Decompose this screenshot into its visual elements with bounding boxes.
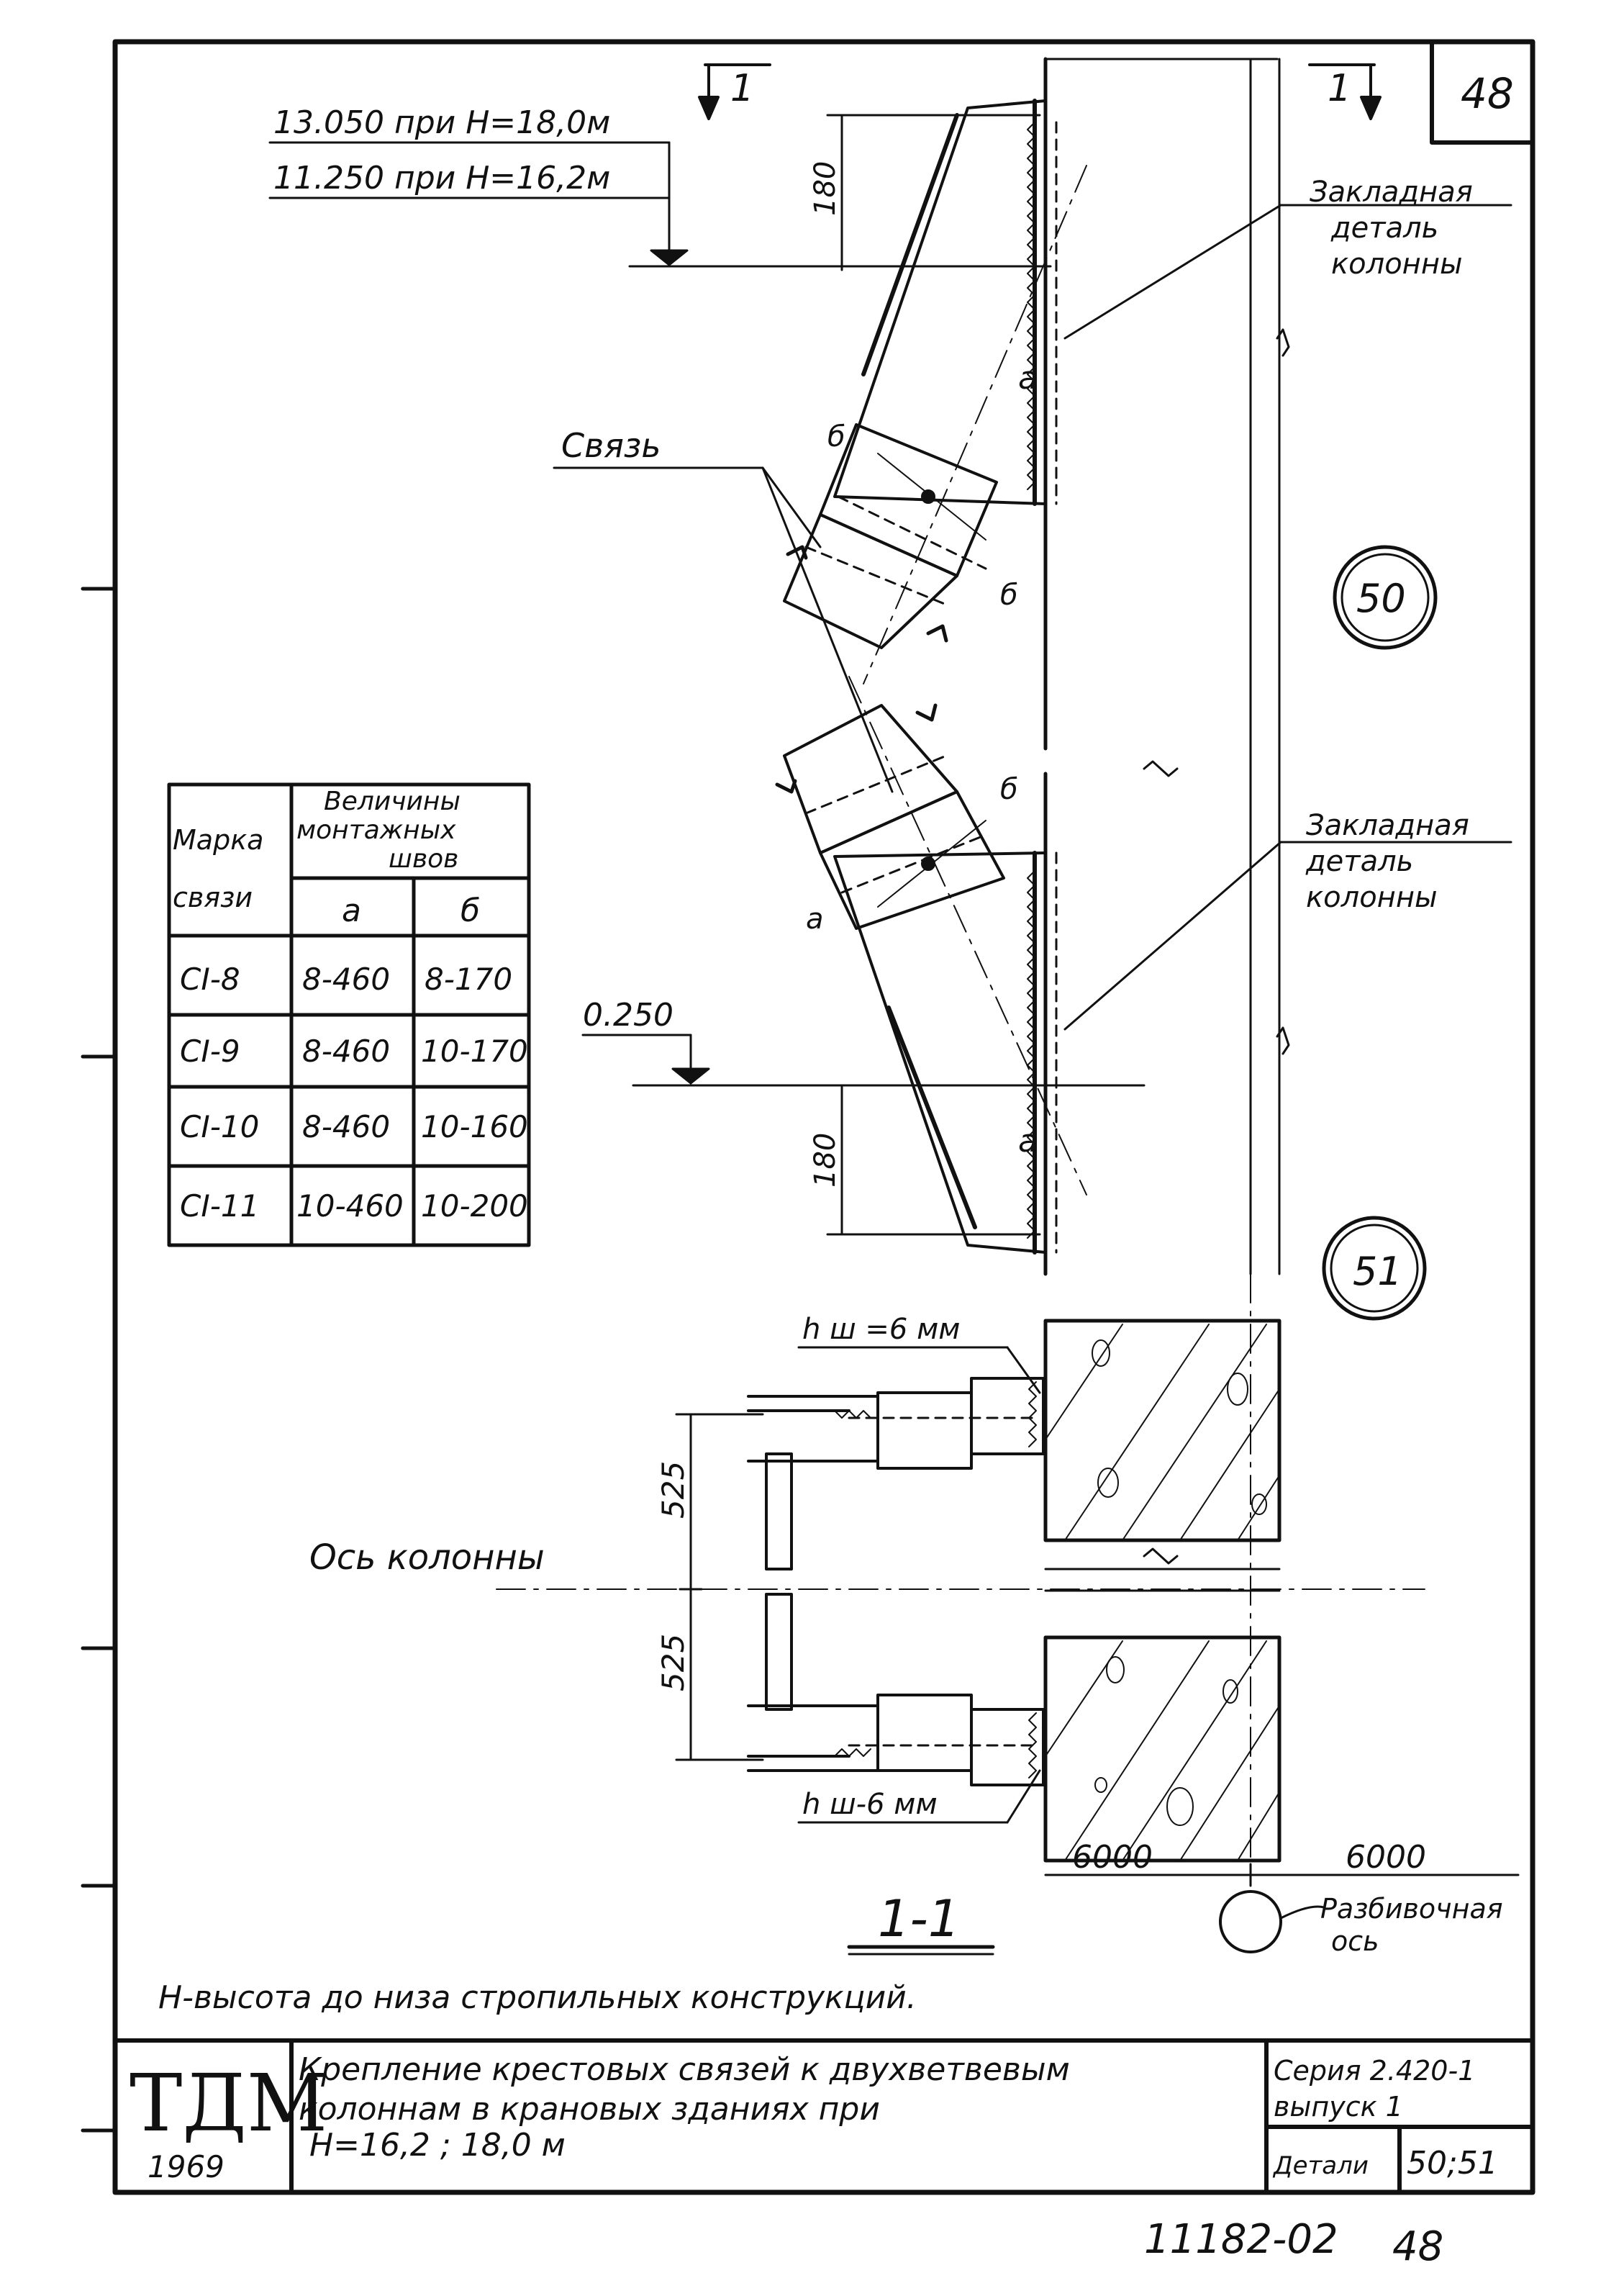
page-number: 48 [1461, 69, 1514, 118]
section-mark-right: 1 [1328, 67, 1351, 110]
alignment-axis-label-2: ось [1331, 1925, 1379, 1957]
table-cell-mark: СI-9 [180, 1034, 240, 1069]
title-block-title-1: Крепление крестовых связей к двухветвевы… [299, 2051, 1070, 2088]
weld-table-grid [167, 782, 531, 1247]
table-cell-a: 10-460 [296, 1188, 404, 1224]
table-group-header-2: монтажных [296, 815, 456, 845]
break-marks [1143, 328, 1290, 1565]
span-left: 6000 [1072, 1839, 1153, 1876]
elevation-line-1: 13.050 при Н=18,0м [273, 104, 610, 141]
title-block-logo: ТДМ [130, 2057, 327, 2149]
table-row: СI-11 10-460 10-200 [180, 1188, 528, 1224]
embedded-label-top-1: Закладная [1310, 176, 1473, 209]
section-mark-left: 1 [730, 67, 754, 110]
table-col-a-header: а [342, 892, 361, 929]
table-cell-mark: СI-11 [180, 1188, 259, 1224]
detail-circle-51 [1322, 1216, 1427, 1321]
weld-a-top: а [1018, 360, 1038, 397]
dim-180-bottom: 180 [809, 1133, 842, 1188]
weld-b-top-2: б [1000, 579, 1018, 612]
bottom-page: 48 [1392, 2223, 1443, 2270]
table-col1-header-2: связи [173, 882, 253, 913]
brace-top [783, 99, 1087, 684]
title-block-grid [113, 2038, 1535, 2195]
weld-b-top-1: б [827, 420, 845, 453]
title-block-details-value: 50;51 [1407, 2145, 1498, 2182]
brace-bottom [775, 676, 1087, 1255]
elevation-lower: 0.250 [583, 997, 673, 1034]
title-block-series-2: выпуск 1 [1274, 2091, 1403, 2123]
embedded-label-bottom-1: Закладная [1306, 809, 1469, 842]
table-group-header-3: швов [389, 844, 458, 874]
span-right: 6000 [1346, 1839, 1426, 1876]
detail-51-number: 51 [1353, 1249, 1402, 1294]
title-block-year: 1969 [148, 2149, 224, 2184]
table-cell-a: 8-460 [302, 1034, 390, 1069]
detail-circle-50 [1333, 545, 1438, 650]
table-cell-a: 8-460 [302, 962, 390, 997]
column-outline [1043, 57, 1281, 1276]
alignment-axis-label-1: Разбивочная [1320, 1893, 1503, 1925]
table-cell-mark: СI-10 [180, 1109, 259, 1144]
title-block-title-3: Н=16,2 ; 18,0 м [309, 2127, 566, 2164]
hw-top-label: h ш =6 мм [802, 1313, 960, 1346]
embedded-label-bottom-2: деталь [1305, 845, 1413, 878]
dim-525-bottom: 525 [656, 1634, 691, 1691]
bottom-code: 11182-02 [1144, 2216, 1338, 2263]
title-block-title-2: колоннам в крановых зданиях при [299, 2091, 880, 2128]
detail-50-number: 50 [1356, 576, 1406, 621]
table-col1-header-1: Марка [173, 824, 263, 856]
embedded-label-top-3: колонны [1331, 248, 1463, 281]
detail-circle-50-inner [1341, 553, 1430, 642]
table-cell-b: 10-170 [421, 1034, 528, 1069]
dim-525-top: 525 [656, 1461, 691, 1519]
table-cell-mark: СI-8 [180, 962, 240, 997]
elevation-line-2: 11.250 при Н=16,2м [273, 160, 610, 196]
table-cell-b: 10-200 [421, 1188, 528, 1224]
brace-label: Связь [561, 426, 661, 465]
table-col-b-header: б [461, 892, 480, 929]
detail-circle-51-inner [1330, 1224, 1419, 1313]
weld-b-bottom-1: б [1000, 773, 1018, 806]
table-cell-b: 8-170 [425, 962, 512, 997]
table-cell-b: 10-160 [421, 1109, 528, 1144]
hw-bottom-label: h ш-6 мм [802, 1788, 938, 1821]
embedded-label-bottom-3: колонны [1306, 881, 1438, 914]
sheet-frame [112, 39, 1535, 2195]
note-text: Н-высота до низа стропильных конструкций… [158, 1979, 917, 2016]
leader-lines [553, 204, 1512, 1031]
page-number-box [1430, 40, 1535, 145]
weld-a-bottom: а [1018, 1123, 1038, 1160]
margin-ticks [81, 587, 117, 2133]
table-group-header-1: Величины [324, 787, 461, 816]
weld-a-bottom-2: а [806, 903, 824, 936]
table-row: СI-8 8-460 8-170 [180, 962, 512, 997]
dim-180-top: 180 [809, 161, 842, 216]
table-row: СI-9 8-460 10-170 [180, 1034, 528, 1069]
title-block-series-1: Серия 2.420-1 [1274, 2055, 1475, 2087]
table-row: СI-10 8-460 10-160 [180, 1109, 528, 1144]
section-title: 1-1 [878, 1889, 960, 1948]
section-1-1 [496, 1319, 1520, 1956]
elevation-marks [268, 141, 1146, 1087]
dim-180 [826, 114, 1041, 1236]
table-cell-a: 8-460 [302, 1109, 390, 1144]
column-axis-label: Ось колонны [309, 1537, 545, 1578]
title-block-details-label: Детали [1272, 2151, 1369, 2180]
embedded-label-top-2: деталь [1330, 212, 1438, 245]
section-arrows [698, 63, 1382, 120]
